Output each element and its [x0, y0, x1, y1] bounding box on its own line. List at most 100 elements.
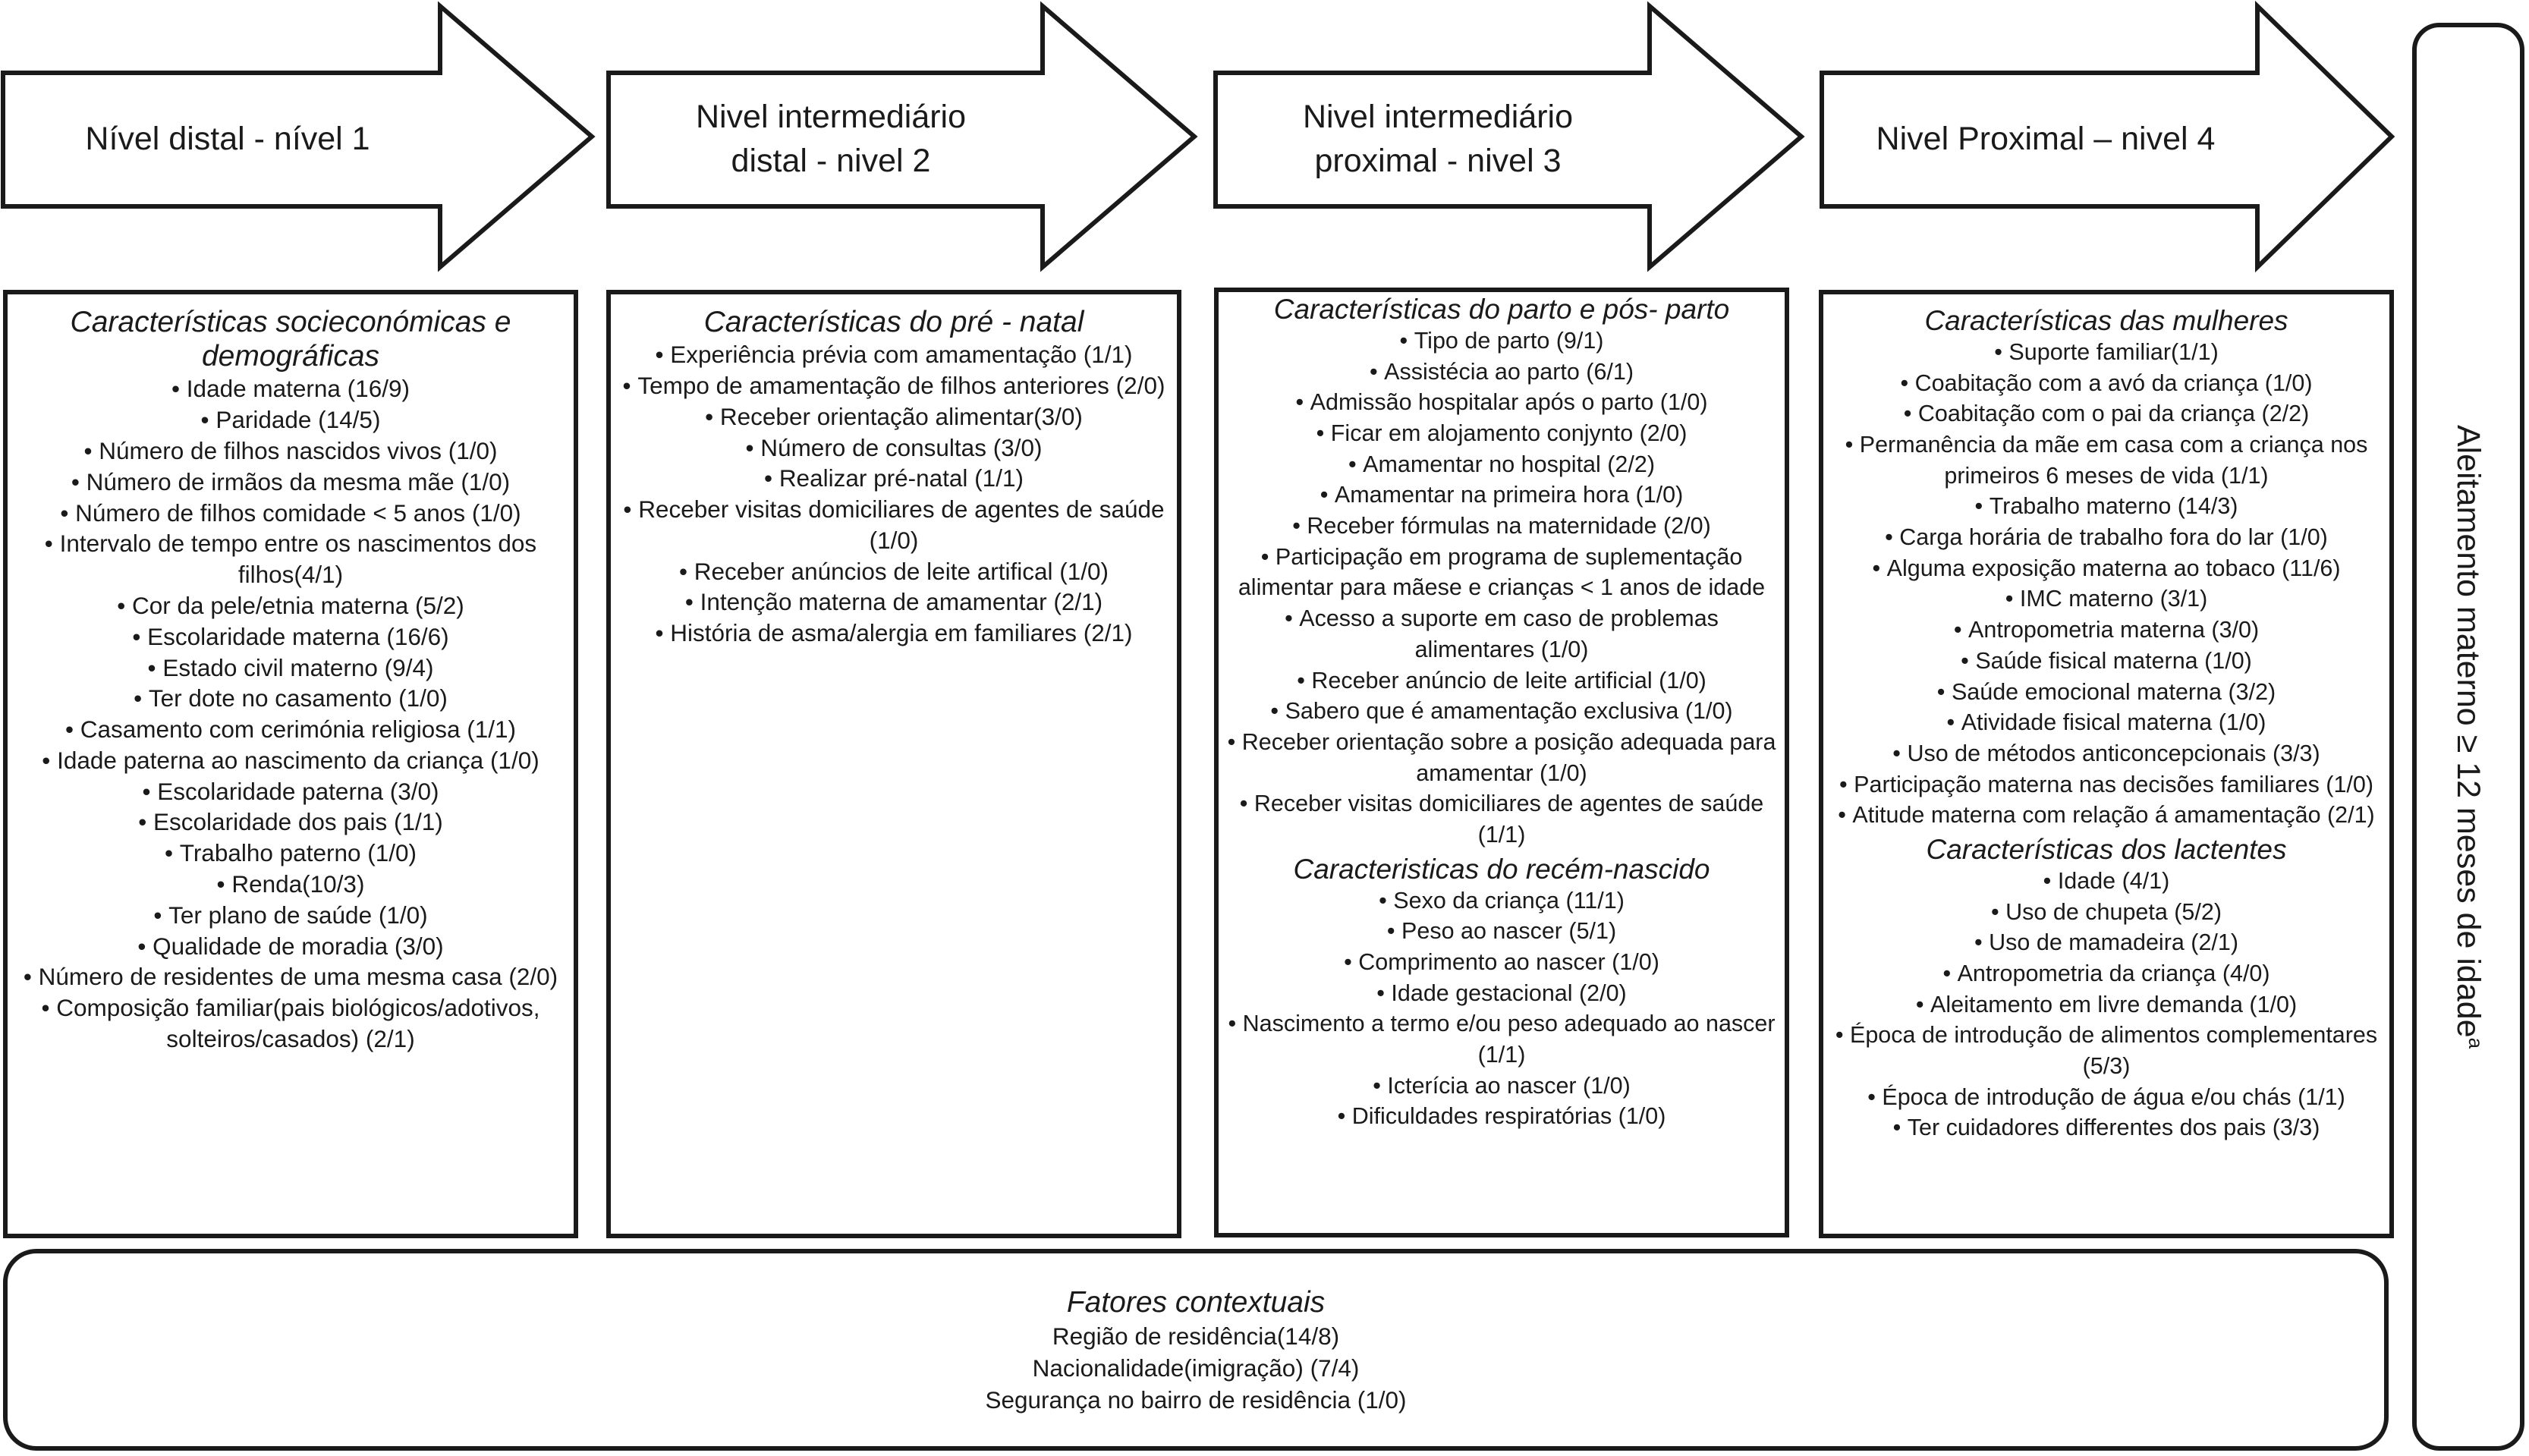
- list-item: Antropometria materna (3/0): [1823, 615, 2389, 646]
- box-title: Características das mulheres: [1924, 305, 2288, 336]
- list-item: Receber fórmulas na maternidade (2/0): [1219, 511, 1785, 542]
- list-item: Coabitação com a avó da criança (1/0): [1823, 368, 2389, 399]
- list-item: Uso de mamadeira (2/1): [1823, 927, 2389, 958]
- level-4-label: Nivel Proximal – nivel 4: [1876, 121, 2216, 158]
- list-item: Escolaridade dos pais (1/1): [8, 807, 574, 838]
- factor-list: Suporte familiar(1/1) Coabitação com a a…: [1823, 337, 2389, 831]
- list-item: Número de filhos nascidos vivos (1/0): [8, 436, 574, 467]
- outcome-text: Aleitamento materno ≥ 12 meses de idade: [2449, 424, 2487, 1038]
- box-socioeconomic: Características socieconómicas e demográ…: [3, 290, 578, 1238]
- box-title: Características do pré - natal: [703, 306, 1084, 338]
- list-item: Ter plano de saúde (1/0): [8, 900, 574, 931]
- list-item: Atitude materna com relação á amamentaçã…: [1823, 800, 2389, 831]
- list-item: Amamentar na primeira hora (1/0): [1219, 480, 1785, 511]
- box-subtitle: Características dos lactentes: [1926, 834, 2287, 866]
- list-item: Uso de métodos anticoncepcionais (3/3): [1823, 738, 2389, 769]
- list-item: Trabalho materno (14/3): [1823, 491, 2389, 522]
- list-item: Cor da pele/etnia materna (5/2): [8, 590, 574, 621]
- list-item: Coabitação com o pai da criança (2/2): [1823, 398, 2389, 429]
- list-item: Aleitamento em livre demanda (1/0): [1823, 989, 2389, 1020]
- list-item: Assistécia ao parto (6/1): [1219, 357, 1785, 388]
- list-item: Número de consultas (3/0): [611, 432, 1177, 464]
- list-item: Comprimento ao nascer (1/0): [1219, 947, 1785, 978]
- list-item: Acesso a suporte em caso de problemas al…: [1219, 603, 1785, 665]
- box-delivery-postpartum: Características do parto e pós- parto Ti…: [1214, 288, 1789, 1237]
- list-item: Tempo de amamentação de filhos anteriore…: [611, 370, 1177, 401]
- outcome-superscript: a: [2465, 1037, 2488, 1049]
- factor-list: Idade materna (16/9) Paridade (14/5) Núm…: [8, 373, 574, 1054]
- level-2-label: Nivel intermediário distal - nivel 2: [695, 99, 967, 179]
- list-item: Trabalho paterno (1/0): [8, 838, 574, 869]
- list-item: Alguma exposição materna ao tobaco (11/6…: [1823, 553, 2389, 584]
- arrow-level-2: [606, 1, 1198, 272]
- list-item: Número de filhos comidade < 5 anos (1/0): [8, 498, 574, 529]
- list-item: Escolaridade materna (16/6): [8, 621, 574, 653]
- context-item: Região de residência(14/8): [1052, 1322, 1340, 1350]
- list-item: Nascimento a termo e/ou peso adequado ao…: [1219, 1008, 1785, 1070]
- context-item: Nacionalidade(imigração) (7/4): [1032, 1354, 1360, 1382]
- list-item: Ter dote no casamento (1/0): [8, 683, 574, 714]
- list-item: Composição familiar(pais biológicos/adot…: [8, 992, 574, 1055]
- list-item: Idade paterna ao nascimento da criança (…: [8, 745, 574, 776]
- list-item: Época de introdução de alimentos complem…: [1823, 1020, 2389, 1081]
- factor-list: Tipo de parto (9/1) Assistécia ao parto …: [1219, 325, 1785, 851]
- contextual-factors-box: Fatores contextuais Região de residência…: [3, 1249, 2389, 1451]
- list-item: Casamento com cerimónia religiosa (1/1): [8, 714, 574, 745]
- level-1-label: Nível distal - nível 1: [85, 121, 370, 158]
- list-item: Receber anúncios de leite artifical (1/0…: [611, 556, 1177, 587]
- list-item: Permanência da mãe em casa com a criança…: [1823, 429, 2389, 491]
- list-item: Escolaridade paterna (3/0): [8, 776, 574, 807]
- list-item: Época de introdução de água e/ou chás (1…: [1823, 1082, 2389, 1113]
- list-item: Experiência prévia com amamentação (1/1): [611, 339, 1177, 370]
- list-item: Realizar pré-natal (1/1): [611, 463, 1177, 494]
- list-item: Idade materna (16/9): [8, 373, 574, 404]
- list-item: Sexo da criança (11/1): [1219, 885, 1785, 917]
- list-item: IMC materno (3/1): [1823, 583, 2389, 615]
- list-item: Intenção materna de amamentar (2/1): [611, 586, 1177, 618]
- arrow-level-1: [1, 1, 596, 272]
- newborn-factor-list: Sexo da criança (11/1) Peso ao nascer (5…: [1219, 885, 1785, 1133]
- list-item: Ficar em alojamento conjynto (2/0): [1219, 418, 1785, 449]
- list-item: Intervalo de tempo entre os nascimentos …: [8, 528, 574, 590]
- list-item: Estado civil materno (9/4): [8, 653, 574, 684]
- list-item: Amamentar no hospital (2/2): [1219, 449, 1785, 480]
- context-item: Segurança no bairro de residência (1/0): [985, 1385, 1407, 1414]
- list-item: Receber orientação alimentar(3/0): [611, 401, 1177, 432]
- list-item: Icterícia ao nascer (1/0): [1219, 1071, 1785, 1102]
- level-3-label: Nivel intermediário proximal - nivel 3: [1302, 99, 1574, 179]
- box-prenatal: Características do pré - natal Experiênc…: [606, 290, 1181, 1238]
- arrow-level-4: [1820, 0, 2395, 273]
- box-women-infants: Características das mulheres Suporte fam…: [1819, 290, 2394, 1238]
- list-item: Renda(10/3): [8, 869, 574, 900]
- list-item: Admissão hospitalar após o parto (1/0): [1219, 387, 1785, 418]
- arrow-level-3: [1213, 1, 1805, 272]
- box-subtitle: Caracteristicas do recém-nascido: [1293, 853, 1710, 885]
- list-item: Dificuldades respiratórias (1/0): [1219, 1101, 1785, 1132]
- list-item: Carga horária de trabalho fora do lar (1…: [1823, 522, 2389, 553]
- list-item: Peso ao nascer (5/1): [1219, 916, 1785, 947]
- list-item: Idade (4/1): [1823, 866, 2389, 897]
- list-item: Ter cuidadores differentes dos pais (3/3…: [1823, 1112, 2389, 1143]
- list-item: Receber anúncio de leite artificial (1/0…: [1219, 665, 1785, 697]
- list-item: Saúde emocional materna (3/2): [1823, 677, 2389, 708]
- box-title: Características socieconómicas e demográ…: [70, 306, 511, 373]
- list-item: Receber orientação sobre a posição adequ…: [1219, 727, 1785, 788]
- list-item: Receber visitas domiciliares de agentes …: [611, 494, 1177, 556]
- list-item: Participação em programa de suplementaçã…: [1219, 542, 1785, 603]
- infant-factor-list: Idade (4/1) Uso de chupeta (5/2) Uso de …: [1823, 866, 2389, 1143]
- list-item: Saúde fisical materna (1/0): [1823, 646, 2389, 677]
- list-item: Suporte familiar(1/1): [1823, 337, 2389, 368]
- factor-list: Experiência prévia com amamentação (1/1)…: [611, 339, 1177, 649]
- list-item: Número de irmãos da mesma mãe (1/0): [8, 467, 574, 498]
- list-item: Receber visitas domiciliares de agentes …: [1219, 788, 1785, 850]
- list-item: Participação materna nas decisões famili…: [1823, 769, 2389, 800]
- list-item: Paridade (14/5): [8, 404, 574, 436]
- context-title: Fatores contextuais: [1066, 1286, 1326, 1319]
- outcome-box: Aleitamento materno ≥ 12 meses de idadea: [2412, 23, 2524, 1451]
- list-item: Antropometria da criança (4/0): [1823, 958, 2389, 989]
- list-item: Uso de chupeta (5/2): [1823, 897, 2389, 928]
- outcome-label: Aleitamento materno ≥ 12 meses de idadea: [2449, 425, 2487, 1049]
- list-item: Tipo de parto (9/1): [1219, 325, 1785, 357]
- list-item: História de asma/alergia em familiares (…: [611, 618, 1177, 649]
